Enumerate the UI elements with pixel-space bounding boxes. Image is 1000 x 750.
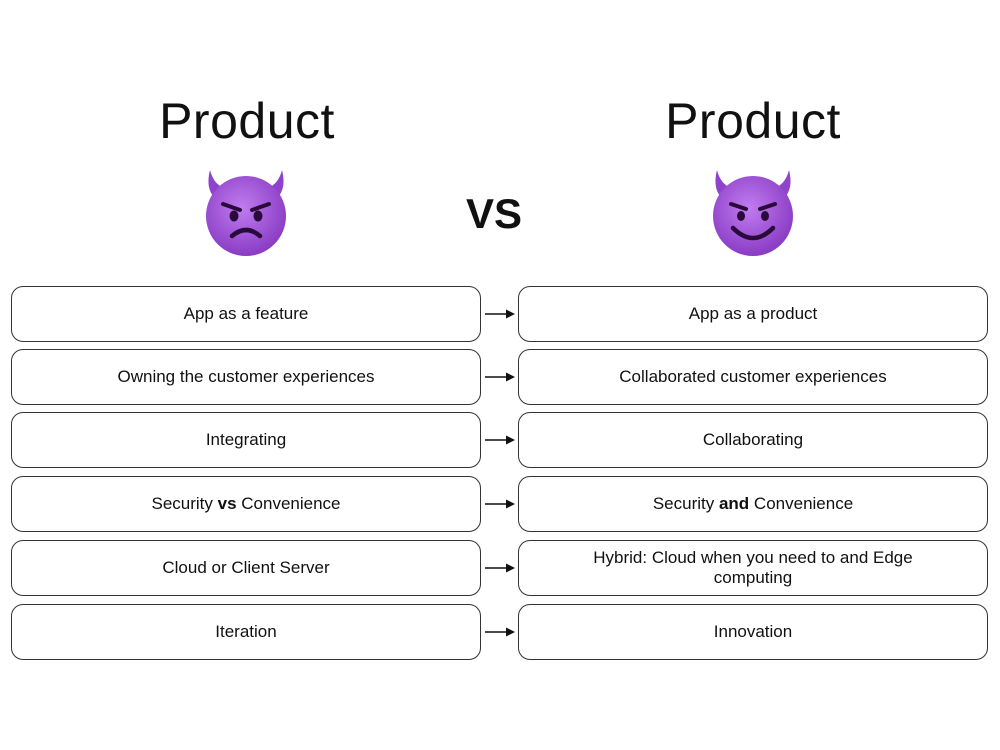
text-part: Cloud or Client Server <box>162 558 330 577</box>
right-box-6: Innovation <box>518 604 988 660</box>
text-part: App as a product <box>688 304 818 323</box>
left-box-2: Owning the customer experiences <box>11 349 481 405</box>
left-box-text: Integrating <box>206 430 286 450</box>
text-part: Iteration <box>215 622 277 641</box>
arrow-right-icon <box>485 372 515 382</box>
text-part: Convenience <box>236 494 341 513</box>
right-box-text: Security and Convenience <box>653 494 853 514</box>
text-part: Innovation <box>713 622 793 641</box>
left-box-text: Iteration <box>215 622 276 642</box>
right-box-text: Collaborating <box>703 430 803 450</box>
left-title: Product <box>159 93 335 149</box>
left-box-text: Cloud or Client Server <box>162 558 329 578</box>
left-box-text: Security vs Convenience <box>151 494 340 514</box>
text-part: Integrating <box>205 430 287 449</box>
right-title: Product <box>665 93 841 149</box>
right-box-5: Hybrid: Cloud when you need to and Edge … <box>518 540 988 596</box>
text-part: Convenience <box>749 494 854 513</box>
left-box-5: Cloud or Client Server <box>11 540 481 596</box>
right-box-text: Hybrid: Cloud when you need to and Edge … <box>559 548 947 588</box>
text-part: Owning the customer experiences <box>117 367 375 386</box>
right-box-1: App as a product <box>518 286 988 342</box>
right-box-text: App as a product <box>689 304 818 324</box>
text-part: Hybrid: Cloud when you need to and Edge … <box>593 548 913 587</box>
emphasis-text: and <box>718 494 750 513</box>
left-box-text: Owning the customer experiences <box>117 367 374 387</box>
arrow-right-icon <box>485 309 515 319</box>
smiling-devil-face-icon <box>713 170 793 256</box>
left-box-text: App as a feature <box>184 304 309 324</box>
vs-label: VS <box>465 190 523 237</box>
angry-devil-face-icon <box>206 170 286 256</box>
right-box-text: Collaborated customer experiences <box>619 367 886 387</box>
left-box-4: Security vs Convenience <box>11 476 481 532</box>
left-box-3: Integrating <box>11 412 481 468</box>
arrow-right-icon <box>485 627 515 637</box>
emphasis-text: vs <box>217 494 237 513</box>
text-part: Security <box>151 494 218 513</box>
arrow-right-icon <box>485 563 515 573</box>
right-box-4: Security and Convenience <box>518 476 988 532</box>
text-part: App as a feature <box>183 304 309 323</box>
right-box-2: Collaborated customer experiences <box>518 349 988 405</box>
text-part: Collaborated customer experiences <box>619 367 887 386</box>
arrow-right-icon <box>485 499 515 509</box>
arrow-right-icon <box>485 435 515 445</box>
left-box-1: App as a feature <box>11 286 481 342</box>
left-box-6: Iteration <box>11 604 481 660</box>
text-part: Security <box>652 494 719 513</box>
text-part: Collaborating <box>702 430 804 449</box>
right-box-3: Collaborating <box>518 412 988 468</box>
right-box-text: Innovation <box>714 622 792 642</box>
